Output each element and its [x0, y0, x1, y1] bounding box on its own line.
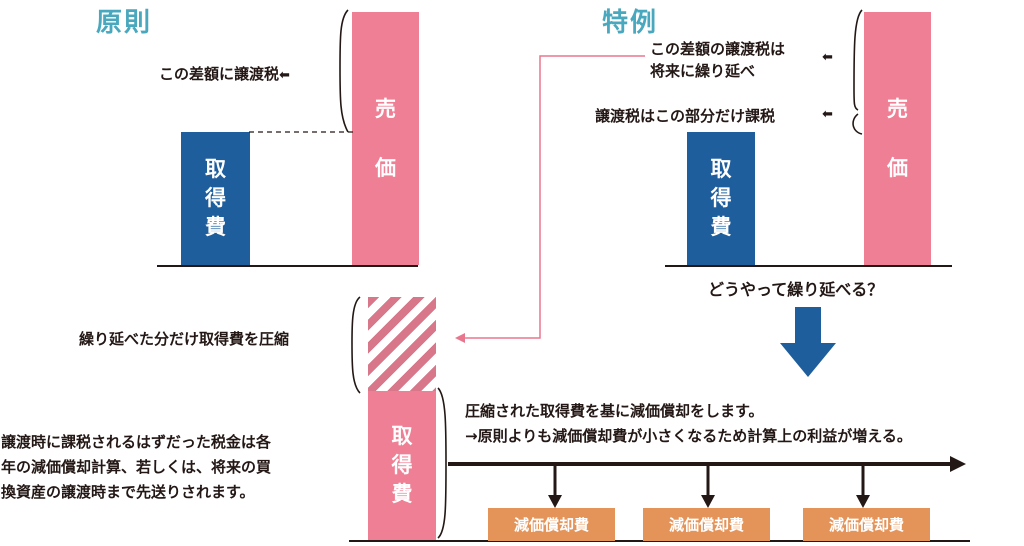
- special-acquisition-char-1: 取: [710, 157, 732, 181]
- compress-label: 繰り延べた分だけ取得費を圧縮: [79, 330, 290, 348]
- compressed-portion-hatch: [368, 297, 436, 391]
- principle-dashed-line: [249, 131, 353, 133]
- depreciation-box-3: 減価償却費: [803, 508, 930, 541]
- principle-acquisition-char-1: 取: [205, 157, 226, 181]
- special-taxed-label: 譲渡税はこの部分だけ課税: [595, 107, 776, 125]
- principle-baseline: [157, 265, 418, 267]
- principle-brace: [339, 9, 349, 133]
- special-acquisition-char-3: 費: [710, 215, 732, 239]
- down-arrow-icon: [780, 307, 836, 377]
- depreciation-box-2: 減価償却費: [643, 508, 770, 541]
- special-price-char-1: 売: [887, 96, 908, 121]
- principle-price-char-2: 価: [375, 155, 396, 180]
- connector-arrow: [455, 55, 645, 343]
- special-price-char-2: 価: [887, 155, 908, 180]
- left-arrow-icon: ⬅: [822, 107, 833, 122]
- principle-acquisition-char-3: 費: [205, 215, 226, 239]
- principle-price-bar: 売 価: [352, 12, 419, 265]
- special-title: 特例: [602, 8, 659, 38]
- lower-acquisition-bar: 取 得 費: [368, 391, 436, 540]
- lower-explanation: 圧縮された取得費を基に減価償却をします。 →原則よりも減価償却費が小さくなるため…: [465, 402, 912, 445]
- depreciation-box-1: 減価償却費: [488, 508, 615, 541]
- left-arrow-icon: ⬅: [279, 68, 290, 83]
- special-question: どうやって繰り延べる？: [708, 280, 884, 299]
- special-acquisition-bar: 取 得 費: [687, 132, 755, 265]
- lower-acquisition-char-3: 費: [391, 482, 413, 506]
- principle-acquisition-char-2: 得: [205, 186, 226, 210]
- lower-acquisition-char-2: 得: [391, 453, 413, 477]
- special-acquisition-char-2: 得: [710, 186, 732, 210]
- lower-note: 譲渡時に課税されるはずだった税金は各 年の減価償却計算、若しくは、将来の買 換資…: [1, 433, 272, 501]
- timeline-arrow: [448, 456, 966, 508]
- special-baseline: [665, 265, 952, 267]
- principle-price-char-1: 売: [375, 96, 396, 121]
- left-arrow-icon: ⬅: [822, 50, 833, 65]
- special-brace: [852, 9, 863, 135]
- principle-acquisition-bar: 取 得 費: [181, 132, 250, 265]
- lower-bracket: [437, 387, 447, 539]
- special-deferred-label: この差額の譲渡税は 将来に繰り延べ: [650, 40, 786, 80]
- compress-brace: [351, 296, 361, 394]
- lower-acquisition-char-1: 取: [391, 424, 413, 448]
- special-price-bar: 売 価: [864, 12, 931, 265]
- principle-difference-label: この差額に譲渡税⬅: [159, 65, 290, 83]
- principle-title: 原則: [96, 8, 153, 38]
